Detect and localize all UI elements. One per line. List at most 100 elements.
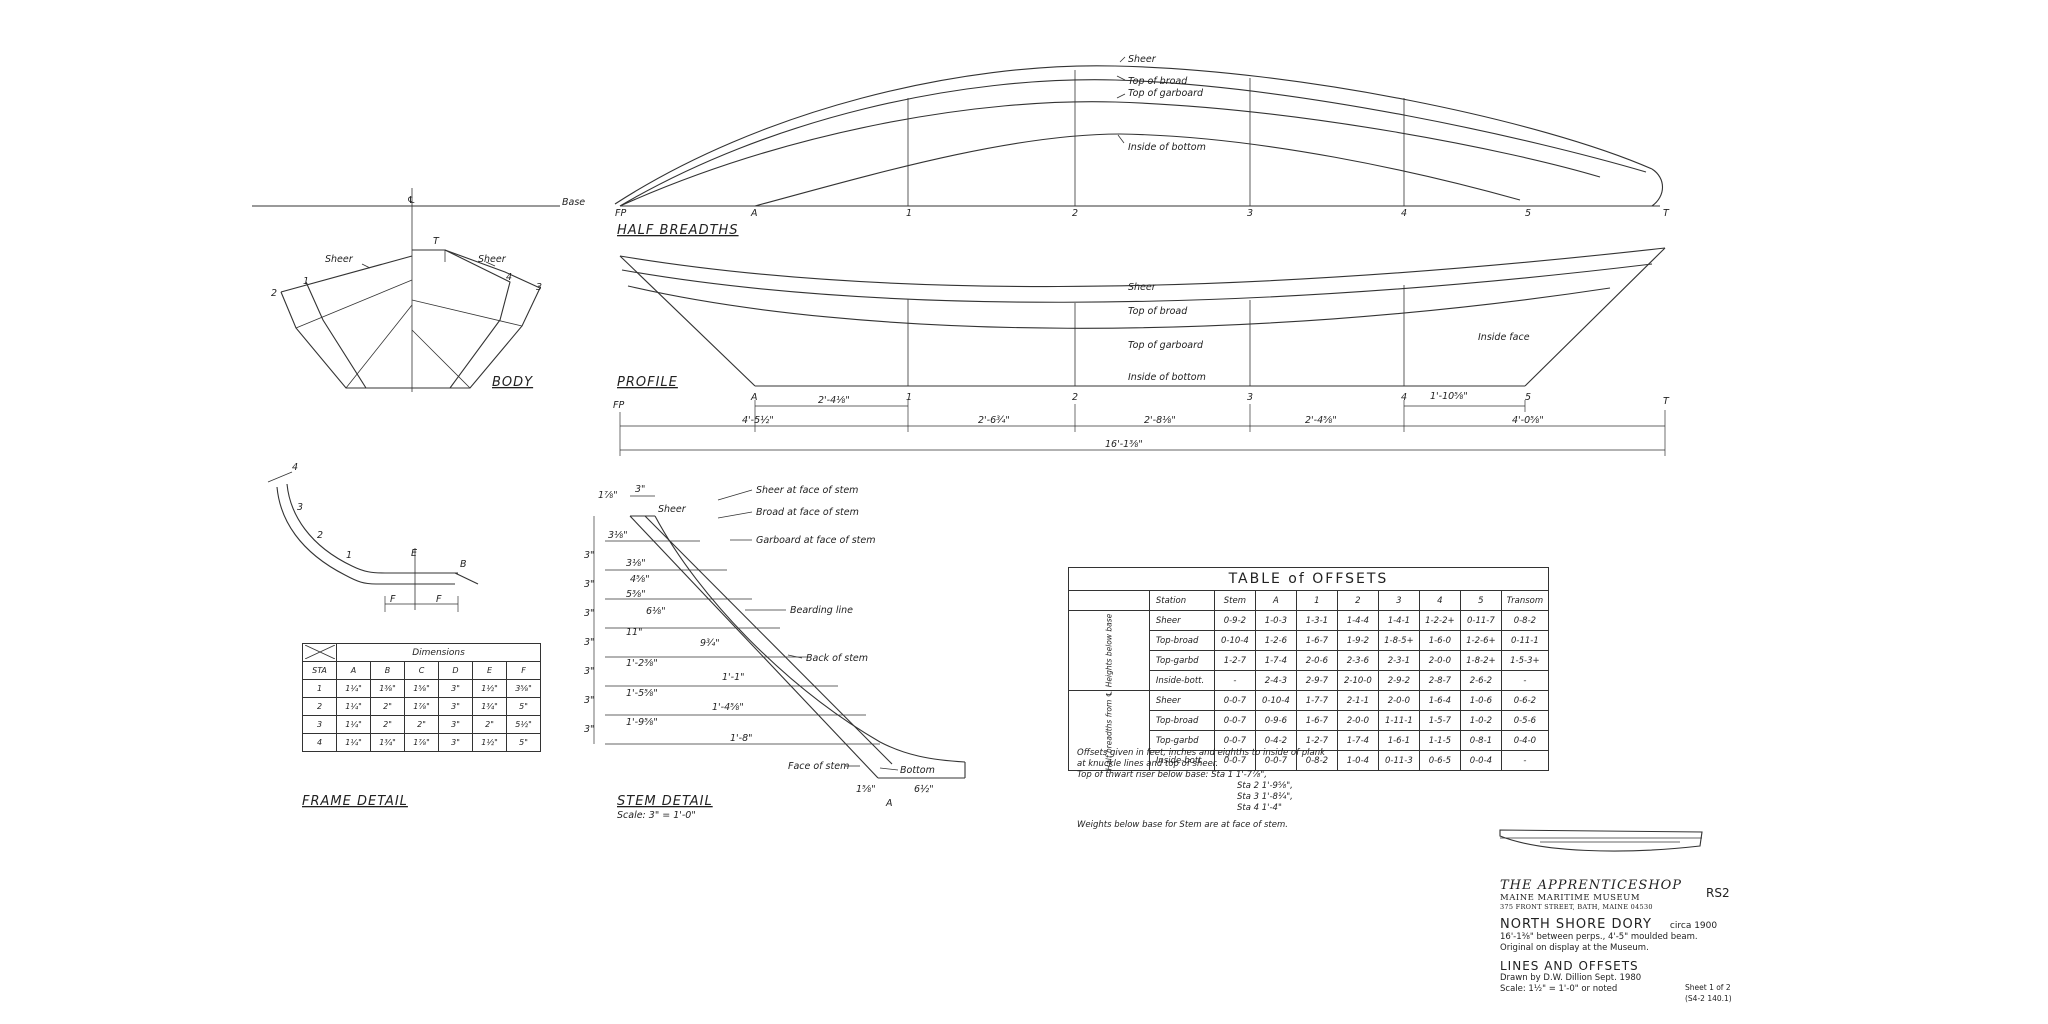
profile-stem — [619, 255, 756, 387]
offsets-col-stem: Stem — [1213, 590, 1256, 611]
station-label-1: 1 — [906, 208, 912, 219]
body-station-left-outer — [280, 291, 412, 389]
body-broad-right — [411, 299, 523, 327]
offsets-col-2: 2 — [1336, 590, 1379, 611]
body-sheer-left-label: Sheer — [325, 254, 354, 265]
table-of-offsets: TABLE of OFFSETS Station Stem A 1 2 3 4 … — [1068, 567, 1549, 771]
stem-leader-broad — [717, 511, 753, 519]
label-broad-plan: Top of broad — [1128, 76, 1188, 87]
stem-back-curve — [654, 515, 966, 763]
inside-of-bottom-curve — [754, 133, 1521, 207]
profile-station-5-label: 5 — [1525, 392, 1531, 403]
stem-detail-scale: Scale: 3" = 1'-0" — [617, 810, 696, 821]
stem-height-7: 3" — [584, 724, 594, 735]
transom-half-breadth — [1651, 168, 1664, 207]
dims-corner-cell — [302, 643, 337, 662]
stem-note-garboard: Garboard at face of stem — [756, 535, 875, 546]
drawing-scale: Scale: 1½" = 1'-0" or noted — [1500, 984, 1618, 994]
museum-name: MAINE MARITIME MUSEUM — [1500, 893, 1641, 903]
group-heights-label: Heights below base — [1068, 610, 1150, 691]
stem-height-2: 3" — [584, 579, 594, 590]
broad-leader — [1116, 75, 1126, 81]
label-garboard-profile: Top of garboard — [1128, 340, 1204, 351]
stem-height-0: 1⅞" — [598, 490, 618, 501]
table-row: 3 1¼" 2" 2" 3" 2" 5½" — [302, 715, 541, 734]
dim-2-3: 2'-8⅛" — [1144, 415, 1176, 426]
body-sheer-left — [280, 255, 413, 293]
frame-station-3: 3 — [297, 502, 303, 513]
frame-b-label: B — [460, 559, 467, 570]
body-station-3-label: 3 — [536, 282, 542, 293]
profile-station-fp: FP — [613, 400, 624, 411]
profile-station-2-label: 2 — [1072, 392, 1078, 403]
top-of-broad-curve — [619, 79, 1647, 207]
body-garboard-left — [345, 304, 413, 389]
stem-note-broad: Broad at face of stem — [756, 507, 859, 518]
profile-station-t-label: T — [1663, 396, 1670, 407]
stem-face-line — [629, 515, 879, 779]
stem-note-face: Face of stem — [788, 761, 849, 772]
stem-note-bottom: Bottom — [900, 765, 935, 776]
table-row: 1 1¼" 1⅜" 1⅝" 3" 1½" 3⅝" — [302, 679, 541, 698]
offsets-notes: Offsets given in feet, inches and eighth… — [1077, 748, 1326, 830]
station-label-a: A — [750, 208, 758, 219]
offsets-col-4: 4 — [1418, 590, 1461, 611]
stem-height-3: 3" — [584, 608, 594, 619]
stem-width-6: 11" — [626, 627, 642, 638]
stem-bottom-station-a: A — [885, 798, 893, 809]
stem-note-bearding: Bearding line — [790, 605, 853, 616]
body-station-right-mid — [444, 249, 511, 389]
frame-detail-title: FRAME DETAIL — [302, 794, 408, 809]
station-label-5: 5 — [1525, 208, 1531, 219]
stem-sheer-label: Sheer — [658, 504, 687, 515]
frame-dimensions-table: Dimensions STA A B C D E F 1 1¼" 1⅜" 1⅝"… — [302, 643, 541, 752]
frame-station-2: 2 — [317, 530, 323, 541]
stem-height-4: 3" — [584, 637, 594, 648]
table-row: Inside-bott 0-0-7 0-0-7 0-8-2 1-0-4 0-11… — [1069, 750, 1549, 771]
stem-width-4: 5⅜" — [626, 589, 646, 600]
dim-1-2: 2'-6¾" — [978, 415, 1010, 426]
stem-width-5: 6⅛" — [646, 606, 666, 617]
weights-note: Weights below base for Stem are at face … — [1077, 820, 1288, 830]
offsets-col-transom: Transom — [1500, 590, 1549, 611]
stem-width-top: 3" — [635, 484, 645, 495]
body-station-1-label: 1 — [303, 276, 309, 287]
frame-f-right: F — [436, 594, 442, 605]
profile-broad — [621, 263, 1653, 303]
station-label-4: 4 — [1401, 208, 1407, 219]
top-of-garboard-curve — [619, 101, 1601, 207]
bottom-leader — [1117, 134, 1125, 144]
frame-station-1: 1 — [346, 550, 352, 561]
dim-fp-1: 4'-5½" — [742, 415, 774, 426]
profile-transom — [1524, 247, 1666, 387]
stem-height-5: 3" — [584, 666, 594, 677]
table-row: 4 1¼" 1¾" 1⅞" 3" 1½" 5" — [302, 733, 541, 752]
body-station-2-label: 2 — [271, 288, 277, 299]
profile-garboard — [627, 285, 1611, 329]
offsets-header-row: Station Stem A 1 2 3 4 5 Transom — [1068, 590, 1549, 611]
dim-overall: 16'-1⅜" — [1105, 439, 1143, 450]
stem-leader-back — [787, 654, 803, 659]
stem-width-13: 1'-8" — [730, 733, 753, 744]
profile-sheer — [619, 247, 1666, 288]
title-block-sketch — [1499, 829, 1703, 852]
half-breadths-title: HALF BREADTHS — [617, 223, 739, 238]
stem-bearding-line — [644, 515, 893, 765]
body-station-4-label: 4 — [506, 272, 512, 283]
museum-address: 375 FRONT STREET, BATH, MAINE 04530 — [1500, 903, 1653, 911]
sheer-curve — [614, 65, 1653, 205]
plan-id: RS2 — [1706, 886, 1730, 900]
stem-width-12: 1'-4⅝" — [712, 702, 744, 713]
frame-end — [454, 572, 479, 585]
profile-view: Sheer Top of broad Top of garboard Insid… — [613, 247, 1670, 456]
garboard-leader — [1116, 93, 1126, 99]
body-sheer-right-leader — [485, 261, 496, 267]
label-sheer-profile: Sheer — [1128, 282, 1157, 293]
frame-outer-curve — [276, 486, 455, 585]
drawn-by: Drawn by D.W. Dillion Sept. 1980 — [1500, 973, 1642, 983]
body-broad-left — [295, 279, 413, 329]
dim-a-1: 2'-4⅛" — [818, 395, 850, 406]
